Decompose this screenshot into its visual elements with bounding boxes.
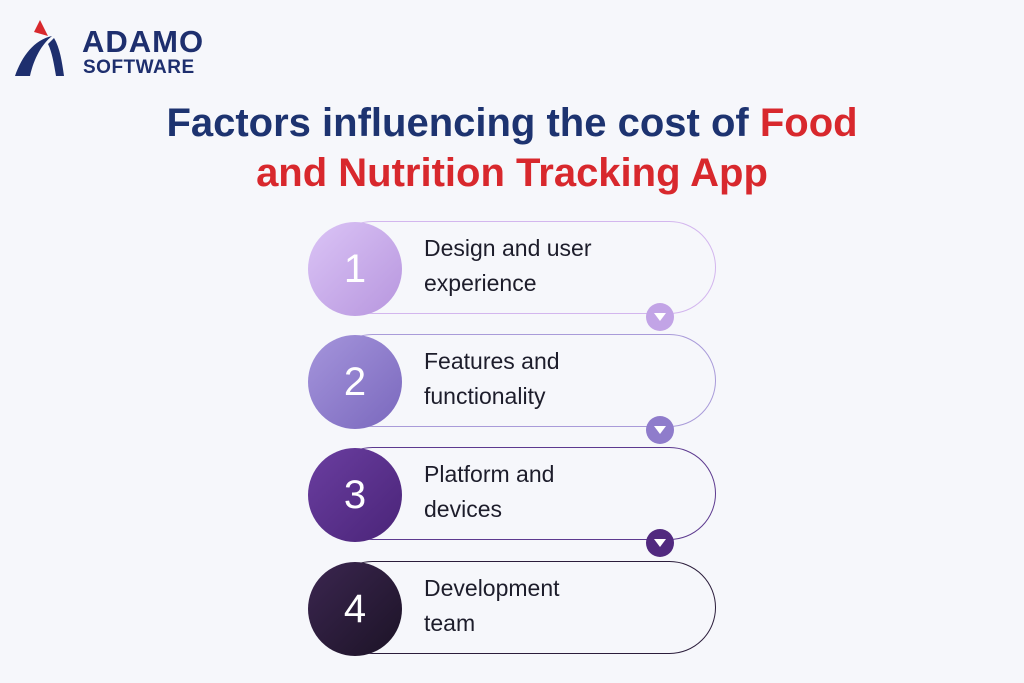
step-number-badge: 3 — [308, 448, 402, 542]
brand-name: ADAMO — [82, 24, 205, 59]
step-number-badge: 1 — [308, 222, 402, 316]
step-label-line: Design and user — [424, 235, 592, 261]
step-number-badge: 2 — [308, 335, 402, 429]
page-title: Factors influencing the cost of Food and… — [0, 98, 1024, 198]
step-number-badge: 4 — [308, 562, 402, 656]
step-label-line: Features and — [424, 348, 560, 374]
logo: ADAMO SOFTWARE — [12, 18, 232, 82]
chevron-down-icon — [646, 416, 674, 444]
chevron-down-icon — [646, 303, 674, 331]
step-label: Development team — [424, 571, 674, 641]
step-label-line: Platform and — [424, 461, 555, 487]
step-label-line: team — [424, 610, 476, 636]
step-label-line: Development — [424, 575, 560, 601]
step-label-line: experience — [424, 270, 537, 296]
chevron-down-icon — [646, 529, 674, 557]
adamo-logo-icon — [15, 20, 64, 76]
title-part-2: Food — [759, 101, 858, 145]
step-2: 2 Features and functionality — [308, 334, 718, 444]
step-4: 4 Development team — [308, 561, 718, 657]
step-1: 1 Design and user experience — [308, 221, 718, 331]
title-part-3: and Nutrition Tracking App — [256, 151, 768, 195]
step-label: Features and functionality — [424, 344, 674, 414]
step-label-line: devices — [424, 496, 502, 522]
brand-subname: SOFTWARE — [83, 57, 195, 78]
step-3: 3 Platform and devices — [308, 447, 718, 557]
title-part-1: Factors influencing the cost of — [166, 101, 760, 145]
step-label: Design and user experience — [424, 231, 674, 301]
step-label-line: functionality — [424, 383, 546, 409]
step-label: Platform and devices — [424, 457, 674, 527]
